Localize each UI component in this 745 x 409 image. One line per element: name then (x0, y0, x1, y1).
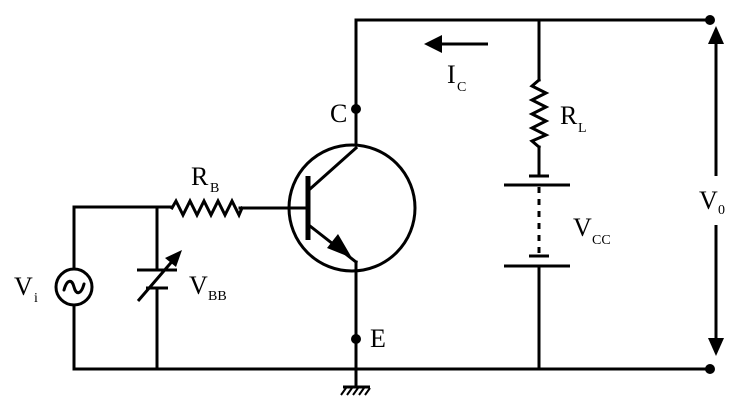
collector-label: C (330, 99, 347, 128)
vcc-battery (504, 174, 570, 268)
base-supply-label: V (189, 271, 208, 300)
load-resistor-zigzag (528, 77, 550, 150)
base-resistor-label: R (191, 162, 209, 191)
base-resistor-subscript: B (210, 181, 219, 196)
emitter-arrow-icon (327, 234, 352, 258)
collector-current-label: I (447, 60, 456, 89)
base-supply-subscript: BB (208, 289, 227, 304)
terminals (351, 15, 715, 374)
collector-supply-subscript: CC (592, 233, 611, 248)
collector-current-subscript: C (457, 80, 466, 95)
load-resistor-subscript: L (578, 121, 587, 136)
output-terminal-top (705, 15, 715, 25)
input-voltage-subscript: i (34, 291, 38, 306)
vbb-battery (136, 250, 182, 302)
output-voltage-label: V (699, 186, 718, 215)
base-resistor-zigzag (169, 197, 244, 219)
ac-source (54, 267, 94, 307)
collector-current-arrow-icon (424, 35, 488, 53)
output-voltage-subscript: 0 (718, 203, 725, 218)
load-resistor-label: R (560, 101, 578, 130)
wires (72, 18, 712, 371)
output-voltage-arrow-icon (708, 26, 724, 356)
ac-source-circle (54, 267, 94, 307)
input-voltage-label: V (14, 272, 33, 301)
emitter-node-dot (351, 334, 361, 344)
vbb-variable-arrow-icon (165, 250, 182, 267)
collector-node-dot (351, 104, 361, 114)
collector-line (307, 145, 359, 192)
emitter-label: E (370, 324, 386, 353)
vbb-variable-line (136, 257, 177, 302)
sine-wave-icon (62, 279, 86, 295)
collector-supply-label: V (573, 213, 592, 242)
npn-transistor (287, 143, 417, 273)
ground-icon (340, 369, 371, 396)
output-terminal-bottom (705, 364, 715, 374)
